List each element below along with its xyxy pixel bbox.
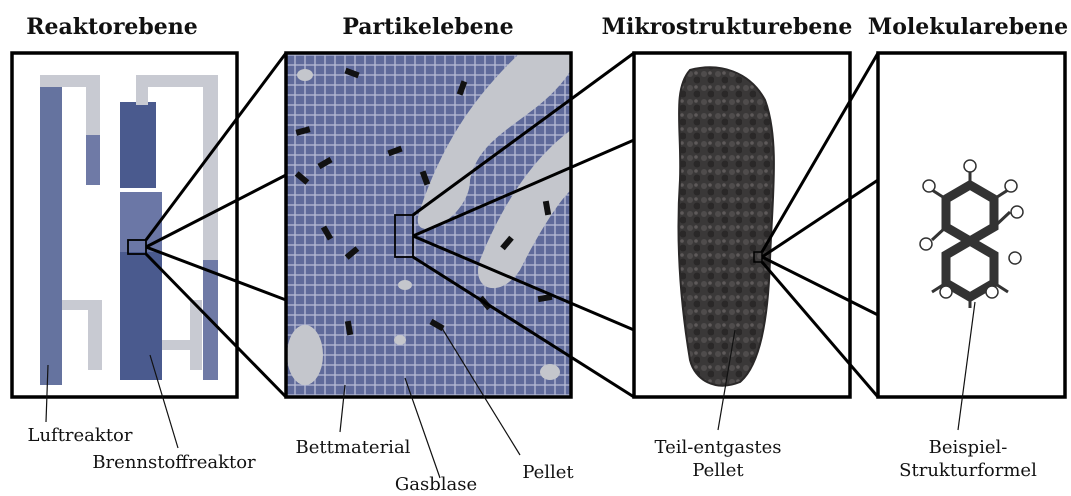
- hydrogen-atom-3: [1005, 180, 1017, 192]
- molecular-panel: [878, 53, 1065, 397]
- title-microstructure-level: Mikrostrukturebene: [602, 14, 853, 40]
- hydrogen-atom-7: [940, 286, 952, 298]
- label-structure-formula-line2: Strukturformel: [899, 460, 1037, 481]
- lower-connector-left: [88, 300, 102, 370]
- gas-bubble-mid: [398, 280, 412, 290]
- hydrogen-atom-8: [986, 286, 998, 298]
- reactor-panel: [12, 53, 237, 397]
- hydrogen-atom-2: [964, 160, 976, 172]
- label-bed-material: Bettmaterial: [296, 437, 411, 458]
- label-fuel-reactor: Brennstoffreaktor: [92, 452, 256, 473]
- title-reactor-level: Reaktorebene: [26, 14, 198, 40]
- label-pellet: Pellet: [522, 462, 574, 483]
- air-reactor-seal: [86, 135, 100, 185]
- microstructure-panel: [634, 53, 850, 397]
- label-gas-bubble: Gasblase: [395, 474, 477, 495]
- label-partial-pellet-line2: Pellet: [692, 460, 744, 481]
- gas-bubble-bottom-right: [540, 364, 560, 380]
- hydrogen-atom-5: [920, 238, 932, 250]
- title-molecular-level: Molekularebene: [868, 14, 1068, 40]
- fuel-reactor-upper: [120, 102, 156, 188]
- label-air-reactor: Luftreaktor: [27, 425, 132, 446]
- label-structure-formula-line1: Beispiel-: [929, 437, 1008, 458]
- gas-bubble-small-top: [297, 69, 313, 81]
- gas-bubble-tiny: [394, 335, 406, 345]
- air-reactor-riser: [40, 75, 62, 385]
- molecular-panel-background: [878, 53, 1065, 397]
- label-partial-pellet-line1: Teil-entgastes: [655, 437, 782, 458]
- title-particle-level: Partikelebene: [342, 14, 513, 40]
- fuel-reactor-outlet: [136, 75, 148, 105]
- particle-panel: [286, 53, 571, 397]
- hydrogen-atom-1: [923, 180, 935, 192]
- hydrogen-atom-4: [1011, 206, 1023, 218]
- partially-degassed-pellet-image: [678, 67, 773, 385]
- hydrogen-atom-6: [1009, 252, 1021, 264]
- gas-bubble-small-left: [287, 325, 323, 385]
